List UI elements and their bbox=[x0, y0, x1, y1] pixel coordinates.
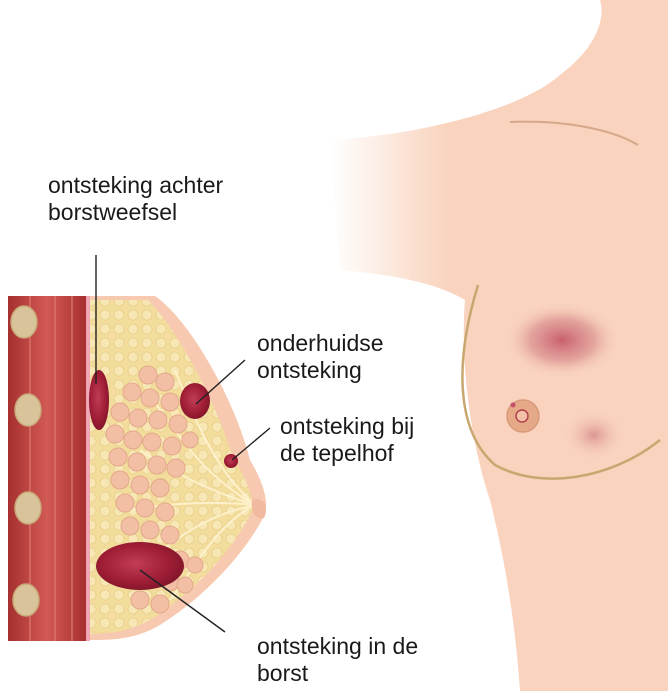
nipple bbox=[516, 410, 528, 422]
cross-section bbox=[8, 296, 266, 641]
label-in-breast: ontsteking in de borst bbox=[257, 633, 418, 687]
label-areola-line2: de tepelhof bbox=[280, 440, 414, 467]
label-subcutaneous: onderhuidse ontsteking bbox=[257, 330, 384, 384]
label-subcutaneous-line2: ontsteking bbox=[257, 357, 384, 384]
abscess-subcutaneous bbox=[180, 383, 210, 419]
abscess-behind-tissue bbox=[89, 370, 109, 430]
label-behind-tissue: ontsteking achter borstweefsel bbox=[48, 172, 223, 226]
redness-upper bbox=[504, 302, 620, 378]
label-behind-tissue-line2: borstweefsel bbox=[48, 199, 223, 226]
label-in-breast-line2: borst bbox=[257, 660, 418, 687]
label-behind-tissue-line1: ontsteking achter bbox=[48, 172, 223, 199]
redness-lower bbox=[562, 409, 626, 461]
label-areola: ontsteking bij de tepelhof bbox=[280, 413, 414, 467]
abscess-in-breast bbox=[96, 542, 184, 590]
label-in-breast-line1: ontsteking in de bbox=[257, 633, 418, 660]
label-subcutaneous-line1: onderhuidse bbox=[257, 330, 384, 357]
label-areola-line1: ontsteking bij bbox=[280, 413, 414, 440]
